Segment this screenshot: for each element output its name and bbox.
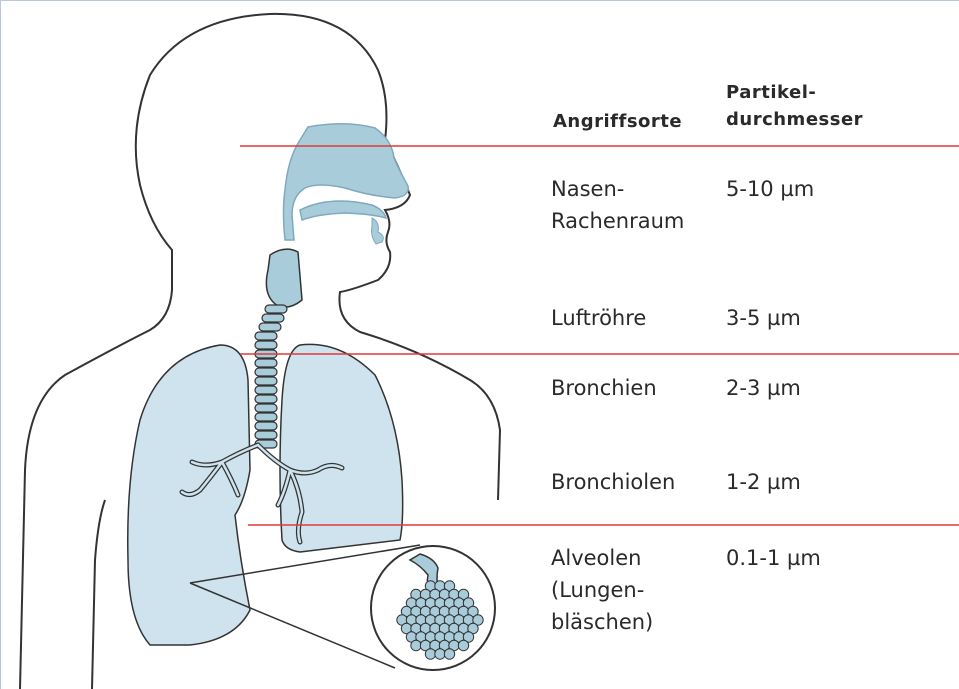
row-size-bronchioles: 1-2 µm (726, 469, 801, 496)
header-size-line1: Partikel- (726, 79, 816, 106)
trachea-ring (255, 413, 277, 421)
alveolus (425, 649, 435, 659)
trachea-ring (255, 368, 277, 376)
row-size-alveoli: 0.1-1 µm (726, 545, 821, 572)
alveolus (411, 640, 421, 650)
trachea-ring (255, 431, 277, 439)
row-site-alveoli-line2: (Lungen- (551, 577, 644, 604)
trachea-ring (255, 404, 277, 412)
trachea-ring (255, 341, 277, 349)
row-site-bronchi: Bronchien (551, 375, 657, 402)
row-site-alveoli-line3: bläschen) (551, 609, 653, 636)
trachea-ring (255, 359, 277, 367)
row-site-nasopharynx-line2: Rachenraum (551, 208, 684, 235)
row-site-bronchioles: Bronchiolen (551, 469, 675, 496)
trachea-ring (259, 323, 281, 331)
row-size-nasopharynx: 5-10 µm (726, 176, 814, 203)
mouth-cavity (300, 201, 386, 220)
row-size-trachea: 3-5 µm (726, 305, 801, 332)
alveolus (458, 640, 468, 650)
row-site-nasopharynx-line1: Nasen- (551, 176, 624, 203)
row-site-alveoli-line1: Alveolen (551, 545, 641, 572)
trachea-ring (262, 314, 284, 322)
row-size-bronchi: 2-3 µm (726, 375, 801, 402)
trachea-ring (255, 386, 277, 394)
alveolus (435, 649, 445, 659)
row-site-trachea: Luftröhre (551, 305, 646, 332)
trachea-ring (255, 422, 277, 430)
header-size-line2: durchmesser (726, 106, 863, 133)
trachea-ring (265, 305, 287, 313)
lip-detail (372, 218, 384, 244)
trachea-ring (255, 377, 277, 385)
trachea-ring (255, 395, 277, 403)
trachea-ring (255, 332, 277, 340)
alveolus (444, 649, 454, 659)
arm-left-outline (92, 500, 105, 689)
header-site: Angriffsorte (553, 108, 682, 135)
larynx (266, 249, 302, 307)
